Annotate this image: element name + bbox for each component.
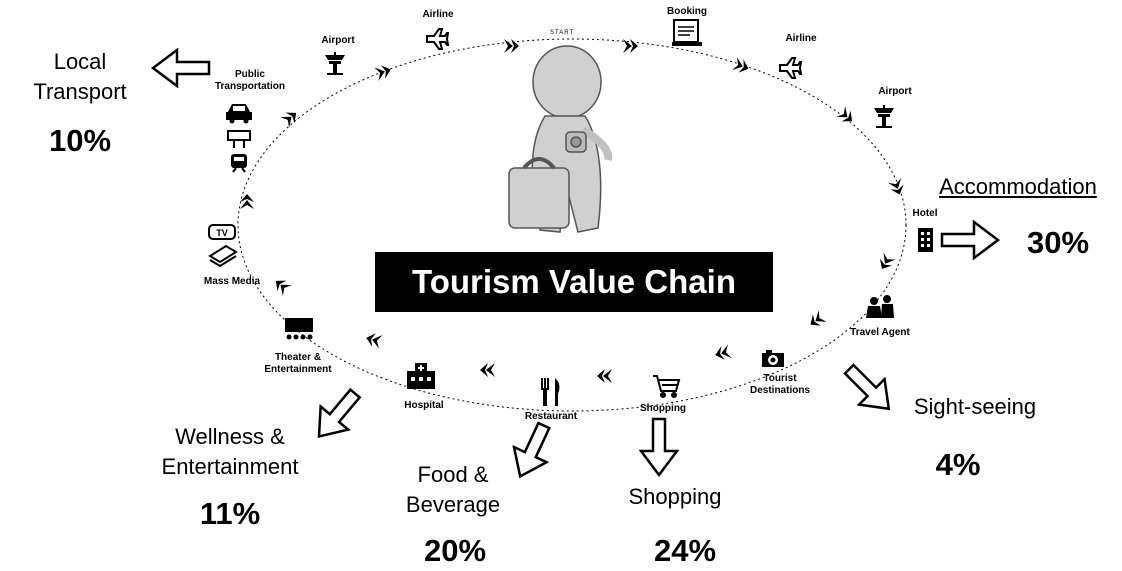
node-label-hotel: Hotel	[912, 208, 938, 219]
node-label-theater: Theater & Entertainment	[264, 352, 332, 375]
hospital-icon	[407, 363, 435, 389]
category-wellness-entertainment: Wellness & Entertainment	[161, 424, 299, 479]
chevron-icon	[713, 344, 732, 362]
pct-food-beverage: 20%	[423, 533, 487, 568]
hollow-arrow-shopping	[639, 417, 679, 477]
category-local-transport: Local Transport	[33, 49, 127, 104]
camera-icon	[762, 350, 784, 367]
chevron-icon	[597, 369, 612, 383]
title-box: Tourism Value Chain	[375, 252, 773, 312]
sign-icon	[227, 130, 251, 148]
pct-wellness-entertainment: 11%	[199, 496, 261, 531]
airplane-icon	[779, 57, 802, 79]
start-label: START	[550, 30, 575, 36]
hollow-arrow-right	[940, 220, 1000, 260]
pct-accommodation: 30%	[1026, 225, 1090, 260]
control-tower-icon	[324, 51, 346, 75]
node-label-airport: Airport	[878, 86, 912, 97]
svg-text:TV: TV	[216, 228, 228, 238]
category-accommodation: Accommodation	[939, 174, 1097, 199]
tv-icon: TV	[208, 224, 236, 240]
booking-icon	[672, 19, 702, 46]
value-chain-loop	[237, 38, 907, 412]
node-label-public-transportation: Public Transportation	[214, 69, 285, 92]
chevron-icon	[875, 252, 896, 273]
chevron-icon	[732, 57, 751, 76]
node-label-restaurant: Restaurant	[524, 411, 578, 422]
chevron-icon	[280, 107, 301, 128]
book-icon	[208, 244, 238, 268]
airplane-icon	[426, 28, 449, 50]
fork-knife-icon	[541, 378, 560, 406]
node-label-airport: Airport	[321, 35, 355, 46]
chevron-icon	[504, 39, 519, 53]
chevron-icon	[806, 310, 827, 331]
diagram-title: Tourism Value Chain	[412, 263, 736, 300]
hotel-icon	[918, 228, 933, 252]
hollow-arrow-sightseeing	[835, 355, 903, 423]
node-label-booking: Booking	[667, 6, 707, 17]
node-label-mass-media: Mass Media	[203, 276, 261, 287]
chevron-icon	[374, 62, 393, 81]
category-shopping: Shopping	[628, 484, 722, 509]
node-label-airline: Airline	[422, 9, 454, 20]
category-sightseeing: Sight-seeing	[913, 394, 1037, 419]
chevron-icon	[240, 194, 254, 209]
chevron-icon	[888, 178, 907, 197]
chevron-icon	[364, 331, 383, 349]
pct-local-transport: 10%	[48, 123, 112, 158]
chevron-icon	[271, 275, 292, 296]
traveler-figure	[508, 45, 613, 233]
node-label-travel-agent: Travel Agent	[850, 327, 910, 338]
pct-shopping: 24%	[653, 533, 717, 568]
chevron-icon	[623, 39, 638, 53]
node-label-hospital: Hospital	[404, 400, 444, 411]
travel-agent-icon	[866, 295, 894, 318]
control-tower-icon	[873, 104, 895, 128]
pct-sightseeing: 4%	[935, 447, 981, 482]
car-icon	[226, 104, 252, 124]
chevron-icon	[836, 106, 857, 127]
node-label-shopping: Shopping	[639, 403, 687, 414]
chevron-icon	[480, 363, 495, 377]
train-icon	[231, 154, 247, 173]
category-food-beverage: Food & Beverage	[405, 462, 501, 517]
shopping-cart-icon	[653, 375, 681, 398]
hollow-arrow-food	[502, 416, 562, 486]
theater-icon	[285, 318, 313, 340]
node-label-airline: Airline	[785, 33, 817, 44]
node-label-tourist-destinations: Tourist Destinations	[749, 373, 810, 396]
